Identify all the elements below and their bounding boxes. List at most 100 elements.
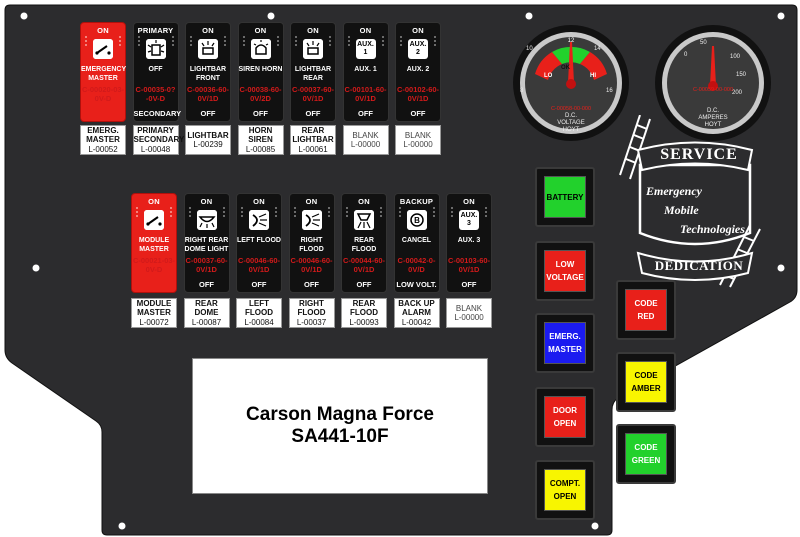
switch-part-code: C-00038-60-0V/2D: [239, 85, 282, 103]
switch-function-label: LEFT FLOOD: [237, 237, 281, 244]
indicator-dots: [398, 207, 401, 221]
switch-part-code: C-00101-60-0V/1D: [344, 85, 387, 103]
switch-bottom-label: OFF: [461, 280, 477, 289]
legend-line: L-00052: [88, 144, 118, 154]
switch-function-label: AUX. 2: [406, 66, 430, 73]
indicator-dots: [293, 207, 296, 221]
indicator-button-compt-open[interactable]: COMPT.OPEN: [535, 460, 595, 520]
indicator-dots: [327, 207, 330, 221]
switch-function-label: OFF: [148, 66, 163, 73]
legend-line: L-00000: [350, 140, 381, 149]
volt-tick-12: 12: [567, 38, 575, 44]
indicator-dots: [275, 207, 277, 221]
switch-part-code: C-00102-60-0V/1D: [396, 85, 440, 103]
switch-part-code: C-00035-0?-0V-D: [135, 85, 176, 103]
voltmeter-scale: 12: [512, 38, 630, 45]
legend-line: SECONDARY: [133, 135, 185, 145]
legend-line: ALARM: [402, 308, 431, 318]
indicator-dots: [222, 207, 225, 221]
switch-top-label: ON: [97, 26, 109, 35]
switch-top-label: ON: [307, 26, 319, 35]
switch-top-label: BACKUP: [399, 197, 434, 206]
amp-tick-200: 200: [732, 90, 743, 96]
indicator-dots: [242, 36, 245, 50]
amp-code: C-00059-00-000: [692, 87, 734, 93]
indicator-dots: [400, 36, 402, 50]
amp-tick-0: 0: [684, 52, 688, 58]
company-logo: [619, 115, 761, 288]
switch-top-label: ON: [253, 197, 265, 206]
indicator-dots: [119, 36, 121, 50]
legend-line: EMERG.: [87, 125, 119, 135]
legend-line: FLOOD: [245, 308, 273, 318]
legend-line: PRIMARY: [137, 125, 174, 135]
beacon-icon: [145, 39, 166, 59]
legend-line: L-00000: [403, 140, 433, 149]
switch-icon: [144, 210, 164, 230]
nameplate-line2: SA441-10F: [291, 426, 389, 447]
switch-bottom-label: OFF: [251, 280, 267, 289]
indicator-button-battery[interactable]: BATTERY: [535, 167, 595, 227]
siren-icon: [250, 39, 271, 59]
switch-bottom-label: OFF: [358, 109, 373, 118]
switch-top-label: ON: [463, 197, 475, 206]
legend-line: L-00087: [191, 317, 222, 327]
indicator-dots: [346, 207, 348, 221]
switch-function-label: MODULE MASTER: [138, 237, 170, 253]
indicator-dots: [485, 207, 487, 221]
flood-icon: [249, 210, 269, 230]
amp-tick-50: 50: [700, 40, 707, 46]
indicator-dots: [137, 36, 140, 50]
aux-icon: AUX.3: [459, 210, 479, 230]
aux-icon: AUX.2: [408, 39, 428, 59]
indicator-dots: [432, 207, 435, 221]
indicator-dots: [380, 207, 382, 221]
svg-text:B: B: [414, 216, 420, 225]
switch-part-code: C-00037-60-0V/1D: [185, 256, 228, 274]
volt-caption-1: D.C.: [565, 113, 577, 119]
switch-function-label: RIGHT REAR DOME LIGHT: [184, 237, 229, 253]
volt-tick-16: 16: [606, 88, 613, 94]
legend-line: LIGHTBAR: [187, 130, 229, 140]
switch-top-label: ON: [412, 26, 424, 35]
amp-caption-2: AMPERES: [698, 115, 728, 121]
legend-line: REAR: [301, 125, 325, 135]
switch-bottom-label: OFF: [410, 109, 426, 118]
indicator-button-emerg-master[interactable]: EMERG.MASTER: [535, 313, 595, 373]
legend-line: BLANK: [404, 130, 432, 140]
switch-function-label: REAR FLOOD: [351, 237, 377, 253]
legend-line: FLOOD: [350, 308, 378, 318]
switch-function-label: EMERGENCY MASTER: [81, 66, 127, 82]
legend-line: L-00239: [193, 140, 223, 149]
switch-function-label: SIREN HORN: [238, 66, 283, 73]
switch-bottom-label: SECONDARY: [133, 109, 182, 118]
legend-line: L-00093: [349, 317, 379, 327]
